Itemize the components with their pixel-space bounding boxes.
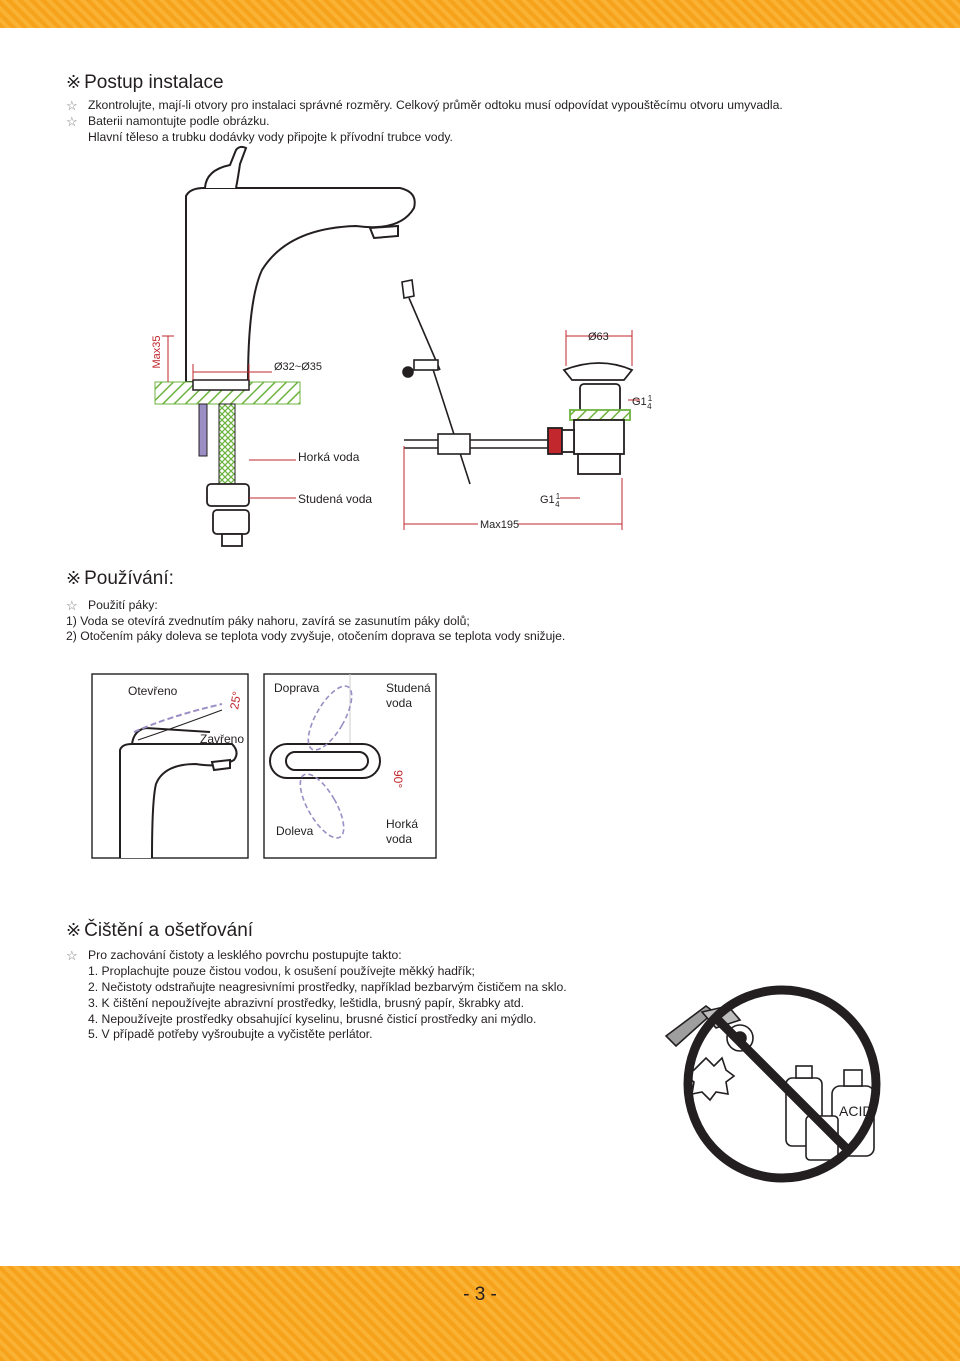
dim-max195: Max195 (480, 519, 519, 531)
label-hot-2: voda (386, 832, 412, 846)
label-left: Doleva (276, 824, 314, 838)
dim-max35: Max35 (151, 335, 163, 368)
label-angle-90: 90° (391, 770, 405, 788)
star-icon: ☆ (66, 598, 78, 613)
cleaning-line-2: 2. Nečistoty odstraňujte neagresivními p… (88, 980, 567, 994)
faucet-drawing (185, 145, 416, 383)
star-icon: ☆ (66, 948, 78, 963)
label-hot-1: Horká (386, 817, 418, 831)
star-icon: ☆ (66, 114, 78, 129)
label-cold-2: voda (386, 696, 412, 710)
page-number: - 3 - (463, 1284, 497, 1305)
cleaning-line-5: 5. V případě potřeby vyšroubujte a vyčis… (88, 1027, 373, 1041)
hose-fittings (206, 483, 250, 547)
cleaning-line-0: Pro zachování čistoty a lesklého povrchu… (88, 948, 402, 962)
cleaning-line-1: 1. Proplachujte pouze čistou vodou, k os… (88, 964, 475, 978)
dim-d63: Ø63 (588, 331, 609, 343)
label-cold-1: Studená (386, 681, 431, 695)
star-icon: ☆ (66, 98, 78, 113)
no-abrasives-acid-icon: ACID (664, 985, 881, 1183)
left-lever-path (299, 773, 345, 839)
acid-label: ACID (839, 1103, 872, 1119)
section-heading-cleaning: ※Čištění a ošetřování (66, 920, 254, 941)
usage-diagram: Otevřeno 25° Zavřeno Doprava Studená vod… (91, 673, 437, 859)
usage-line-2: 1) Voda se otevírá zvednutím páky nahoru… (66, 614, 470, 628)
top-band (0, 0, 960, 28)
label-angle-25: 25° (227, 690, 244, 711)
label-right: Doprava (274, 681, 320, 695)
section-heading-installation: ※Postup instalace (66, 72, 224, 93)
bottom-band (0, 1266, 960, 1361)
install-line-3: Hlavní těleso a trubku dodávky vody přip… (88, 130, 453, 144)
label-cold-water: Studená voda (298, 492, 372, 506)
cleaning-line-4: 4. Nepoužívejte prostředky obsahující ky… (88, 1012, 537, 1026)
popup-rod (401, 279, 471, 485)
label-closed: Zavřeno (200, 732, 244, 746)
cold-hose (218, 403, 236, 485)
lever-top-view (269, 743, 381, 779)
cleaning-line-3: 3. K čištění nepoužívejte abrazivní pros… (88, 996, 525, 1010)
label-open: Otevřeno (128, 684, 178, 698)
right-lever-path (307, 685, 353, 751)
faucet-side-view (119, 726, 238, 859)
drain-drawing (547, 362, 634, 475)
hot-hose (198, 403, 208, 457)
section-heading-usage: ※Používání: (66, 568, 174, 589)
usage-line-1: Použití páky: (88, 598, 158, 612)
open-lever-path (133, 703, 223, 733)
dim-hole: Ø32~Ø35 (274, 361, 322, 373)
install-line-1: Zkontrolujte, mají-li otvory pro instala… (88, 98, 783, 112)
label-hot-water: Horká voda (298, 450, 360, 464)
usage-line-3: 2) Otočením páky doleva se teplota vody … (66, 629, 566, 643)
installation-diagram: Max35 Ø32~Ø35 Horká voda Studená voda Ø6… (151, 145, 653, 547)
install-line-2: Baterii namontujte podle obrázku. (88, 114, 270, 128)
